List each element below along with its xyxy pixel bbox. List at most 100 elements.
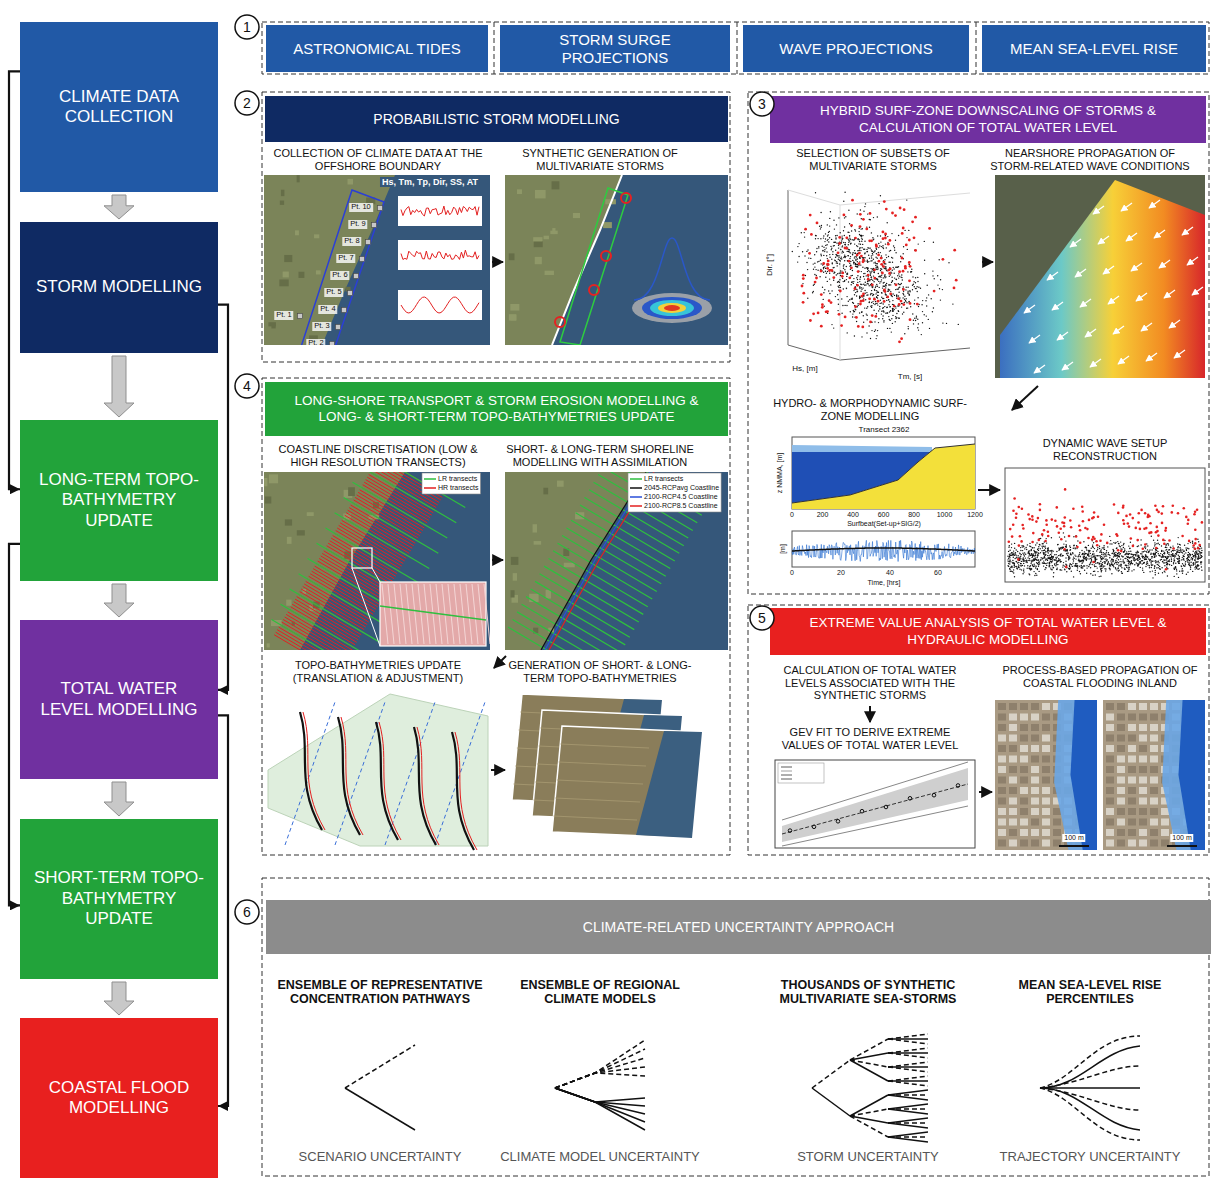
storm-point [848,249,849,250]
storm-point [896,295,897,296]
selected-storm-point [859,213,862,216]
selected-storm-point [867,278,870,281]
storm-point [815,269,816,270]
setup-point [1133,555,1134,556]
storm-point [915,320,916,321]
storm-point [856,321,857,322]
setup-point [1126,553,1127,554]
storm-point [904,299,905,300]
setup-point [1068,557,1069,558]
setup-point [1032,547,1033,548]
storm-point [898,295,899,296]
setup-point [1033,555,1034,556]
storm-point [829,257,830,258]
flow-arrow [1012,386,1038,410]
storm-point [876,338,877,339]
axis-line [788,345,970,360]
storm-point [866,313,867,314]
storm-point [892,308,893,309]
setup-point [1077,540,1078,541]
storm-point [846,266,847,267]
panel-frame [262,22,1209,74]
storm-point [896,317,897,318]
setup-point [1158,565,1159,566]
setup-point [1122,573,1123,574]
setup-point [1191,565,1192,566]
setup-point [1175,567,1176,568]
storm-point [907,292,908,293]
storm-point [886,294,887,295]
storm-point [891,277,892,278]
boundary-point [298,314,303,319]
setup-point [1197,564,1198,565]
storm-point [952,303,953,304]
storm-point [857,282,858,283]
storm-point [894,250,895,251]
storm-point [890,306,891,307]
storm-point [861,247,862,248]
storm-point [858,231,859,232]
setup-point [1157,561,1158,562]
storm-point [908,293,909,294]
setup-point [1050,561,1051,562]
setup-point [1198,556,1199,557]
selected-storm-point [928,227,931,230]
storm-point [914,303,915,304]
storm-point [859,286,860,287]
setup-point [1058,558,1059,559]
storm-point [883,307,884,308]
setup-point [1065,546,1066,547]
storm-point [859,258,860,259]
selected-storm-point [885,208,888,211]
storm-point [857,258,858,259]
setup-point [1130,551,1131,552]
storm-point [879,308,880,309]
setup-point [1089,550,1090,551]
storm-point [885,287,886,288]
storm-point [858,265,859,266]
storm-location [555,317,565,327]
storm-point [866,295,867,296]
setup-point [1033,566,1034,567]
setup-point [1038,564,1039,565]
storm-point [865,284,866,285]
setup-point [1138,563,1139,564]
boundary-point [366,240,371,245]
storm-point [857,303,858,304]
selected-storm-point [801,285,804,288]
storm-point [883,320,884,321]
storm-point [871,293,872,294]
storm-point [915,288,916,289]
storm-point [924,241,925,242]
wave-direction-arrow [1174,350,1185,358]
storm-point [825,245,826,246]
storm-point [883,248,884,249]
storm-point [884,277,885,278]
setup-point [1118,543,1119,544]
storm-point [823,272,824,273]
storm-point [846,279,847,280]
setup-point [1009,563,1010,564]
setup-point [1109,568,1110,569]
storm-point [834,228,835,229]
setup-point [1137,559,1138,560]
setup-point [1013,557,1014,558]
boundary-point [372,223,377,228]
storm-point [841,313,842,314]
storm-point [860,297,861,298]
storm-point [877,268,878,269]
storm-point [893,245,894,246]
selected-storm-point [837,251,840,254]
setup-point [1082,561,1083,562]
setup-point [1014,565,1015,566]
setup-point [1095,558,1096,559]
storm-point [859,247,860,248]
setup-point [1138,555,1139,556]
storm-point [870,273,871,274]
storm-point [849,251,850,252]
storm-point [895,318,896,319]
setup-point [1092,554,1093,555]
storm-point [834,245,835,246]
storm-point [917,277,918,278]
storm-point [899,287,900,288]
